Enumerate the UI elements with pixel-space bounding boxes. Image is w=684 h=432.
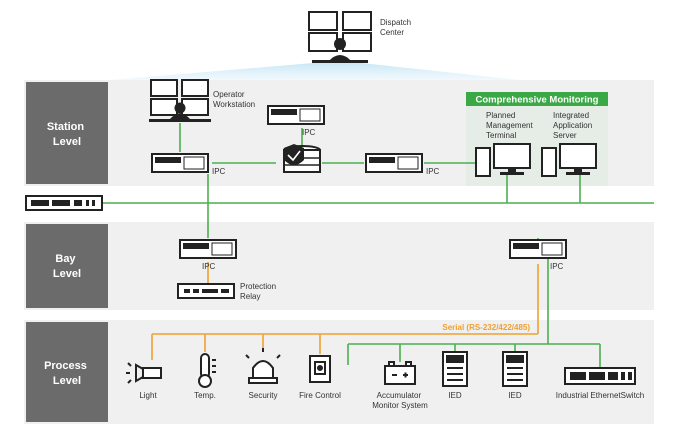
serial-label: Serial (RS-232/422/485) <box>442 323 530 332</box>
ipc-station-top-icon <box>267 105 325 125</box>
bay-level-box <box>26 224 108 308</box>
battery-icon <box>384 361 416 385</box>
ipc-bay-right-icon <box>509 239 567 259</box>
fire-control-icon <box>309 355 331 383</box>
monitoring-title: Comprehensive Monitoring <box>476 95 599 106</box>
security-label: Security <box>249 391 278 400</box>
industrial-switch-icon <box>564 367 636 385</box>
ipc-station-right-label: IPC <box>426 167 440 176</box>
dispatch-uplink-fan <box>110 62 520 80</box>
accumulator-label: Accumulator Monitor System <box>372 391 428 410</box>
security-server-icon <box>283 144 321 173</box>
alarm-light-icon <box>245 348 281 384</box>
planned-terminal-label: Planned Management Terminal <box>486 111 535 140</box>
ipc-bay-right-label: IPC <box>550 262 564 271</box>
ethernet-switch-bus-icon <box>25 195 103 211</box>
station-level-label: Station Level <box>47 121 87 148</box>
process-level-label: Process Level <box>44 360 90 387</box>
dispatch-center-icon <box>308 11 372 63</box>
industrial-switch-label: Industrial EthernetSwitch <box>556 391 645 400</box>
light-label: Light <box>139 391 157 400</box>
ied-label-1: IED <box>448 391 462 400</box>
integrated-server-icon <box>541 143 597 177</box>
integrated-server-label: Integrated Application Server <box>553 111 594 140</box>
protection-relay-label: Protection Relay <box>240 282 278 301</box>
bay-level-label: Bay Level <box>53 253 81 280</box>
thermometer-icon <box>198 353 216 388</box>
process-band <box>24 320 654 424</box>
ied-icon-1 <box>442 351 468 387</box>
monitoring-header <box>466 92 608 106</box>
ipc-station-right-icon <box>365 153 423 173</box>
fire-control-label: Fire Control <box>299 391 341 400</box>
process-level-box <box>26 322 108 422</box>
operator-workstation-icon <box>149 79 211 122</box>
ied-label-2: IED <box>508 391 522 400</box>
dispatch-center-label: Dispatch Center <box>380 18 413 37</box>
serial-lines <box>151 262 539 360</box>
ipc-station-top-label: IPC <box>302 128 316 137</box>
light-icon <box>126 362 162 384</box>
ied-icon-2 <box>502 351 528 387</box>
ethernet-lines <box>100 123 654 368</box>
ipc-bay-left-label: IPC <box>202 262 216 271</box>
planned-terminal-icon <box>475 143 531 177</box>
ipc-bay-left-icon <box>179 239 237 259</box>
ipc-station-left-icon <box>151 153 209 173</box>
station-level-box <box>26 82 108 184</box>
operator-workstation-label: Operator Workstation <box>213 90 255 109</box>
temp-label: Temp. <box>194 391 216 400</box>
protection-relay-icon <box>177 283 235 299</box>
bay-band <box>24 222 654 310</box>
ipc-station-left-label: IPC <box>212 167 226 176</box>
